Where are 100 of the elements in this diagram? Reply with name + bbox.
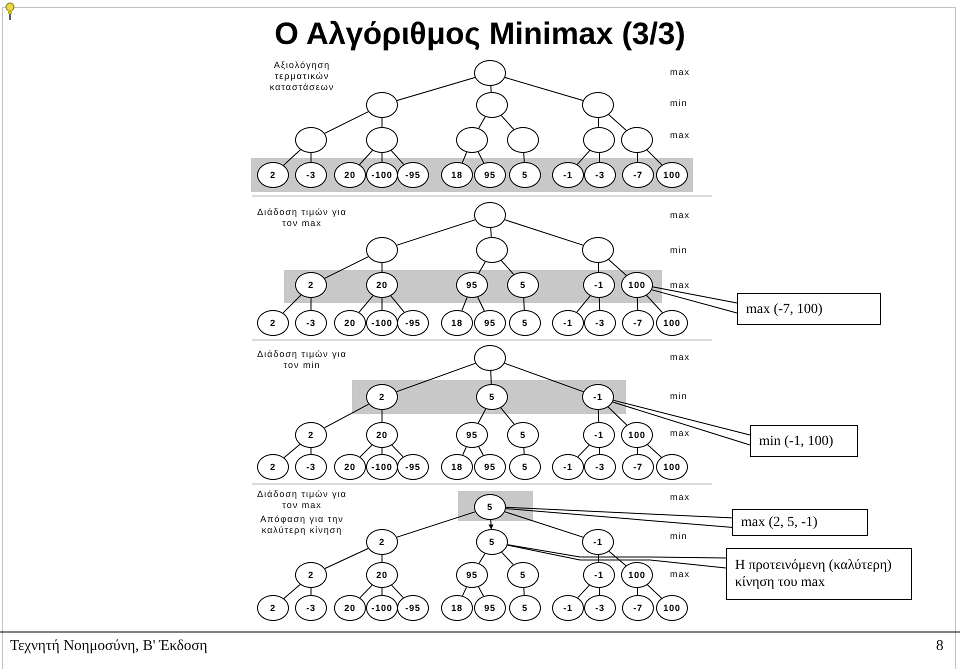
tree-node [582, 237, 614, 263]
level-label: min [670, 391, 688, 402]
callout-box: max (-7, 100) [737, 293, 881, 325]
tree-edge [646, 294, 663, 314]
tree-node: 95 [474, 310, 506, 336]
tree-node: -3 [295, 595, 327, 621]
tree-edge [282, 294, 302, 314]
tree-node: 100 [621, 422, 653, 448]
tree-edge [577, 444, 590, 458]
tree-node: 100 [656, 454, 688, 480]
tree-edge [396, 77, 476, 101]
tree-edge [500, 115, 514, 130]
side-note: Διάδοση τιμών για τον max [256, 489, 348, 511]
side-note: Διάδοση τιμών για τον min [256, 349, 348, 371]
tree-node: 18 [441, 595, 473, 621]
tree-node: 95 [456, 562, 488, 588]
tree-edge [577, 584, 590, 598]
tree-edge [598, 262, 600, 272]
tree-node [476, 237, 508, 263]
tree-node [366, 92, 398, 118]
tree-edge [359, 150, 373, 166]
tree-node: -1 [552, 454, 584, 480]
tree-edge [647, 444, 662, 458]
tree-edge [478, 586, 484, 597]
tree-node [474, 345, 506, 371]
tree-node: -100 [366, 454, 398, 480]
tree-node [474, 60, 506, 86]
tree-edge [504, 511, 584, 538]
tree-edge [324, 548, 369, 569]
level-label: max [670, 352, 690, 363]
tree-edge [490, 228, 492, 238]
tree-node: -1 [583, 422, 615, 448]
tree-node: 20 [334, 310, 366, 336]
tree-edge [646, 150, 662, 166]
tree-edge [391, 584, 404, 598]
tree-node [582, 92, 614, 118]
tree-edge [396, 362, 476, 392]
tree-edge [608, 114, 627, 131]
callout-pointer [505, 506, 732, 528]
tree-edge [598, 298, 600, 310]
tree-node: 20 [334, 595, 366, 621]
tree-node: 95 [474, 454, 506, 480]
side-note: Απόφαση για την καλύτερη κίνηση [259, 514, 345, 536]
tree-edge [391, 444, 404, 458]
tree-edge [490, 86, 492, 92]
level-label: min [670, 245, 688, 256]
tree-edge [636, 448, 638, 454]
slide-title: Ο Αλγόριθμος Minimax (3/3) [274, 16, 686, 52]
tree-edge [324, 111, 369, 134]
tree-node [456, 127, 488, 153]
tree-node [366, 127, 398, 153]
tree-node: 2 [257, 310, 289, 336]
tree-edge [636, 152, 638, 162]
callout-pointer [612, 400, 750, 446]
tree-node: 2 [295, 422, 327, 448]
tree-edge [283, 149, 301, 166]
tree-node: -7 [622, 595, 654, 621]
tree-edge [478, 446, 484, 456]
tree-edge [283, 584, 301, 599]
tree-node: -3 [584, 595, 616, 621]
tree-edge [396, 511, 476, 538]
tree-edge [576, 150, 590, 165]
tree-edge [462, 152, 468, 164]
tree-node: -95 [397, 310, 429, 336]
tree-edge [310, 448, 312, 454]
tree-edge [500, 260, 514, 275]
tree-node: 5 [509, 310, 541, 336]
tree-node: -95 [397, 595, 429, 621]
tree-node: 20 [366, 562, 398, 588]
tree-edge [504, 77, 584, 101]
tree-edge [358, 295, 374, 313]
tree-node: 20 [334, 454, 366, 480]
tree-edge [310, 588, 312, 596]
tree-node: -3 [584, 310, 616, 336]
tree-edge [461, 296, 468, 312]
tree-edge [310, 152, 312, 162]
tree-edge [504, 362, 584, 392]
tree-edge [324, 404, 370, 428]
tree-node: 100 [656, 310, 688, 336]
tree-node: -100 [366, 310, 398, 336]
level-label: max [670, 67, 690, 78]
level-label: max [670, 569, 690, 580]
callout-pointer [651, 286, 738, 314]
tree-node [295, 127, 327, 153]
tree-edge [462, 586, 467, 596]
callout-pointer [507, 544, 726, 568]
tree-edge [500, 407, 515, 425]
tree-edge [359, 584, 373, 598]
tree-edge [598, 118, 600, 128]
tree-node: 18 [441, 310, 473, 336]
tree-node: 100 [656, 595, 688, 621]
tree-node: 95 [456, 422, 488, 448]
tree-edge [462, 446, 467, 456]
tree-node [366, 237, 398, 263]
tree-node: -3 [584, 454, 616, 480]
tree-edge [501, 552, 514, 566]
callout-box: min (-1, 100) [750, 425, 858, 457]
tree-node: 5 [476, 529, 508, 555]
callout-box: max (2, 5, -1) [732, 509, 868, 536]
tree-node: 5 [507, 562, 539, 588]
